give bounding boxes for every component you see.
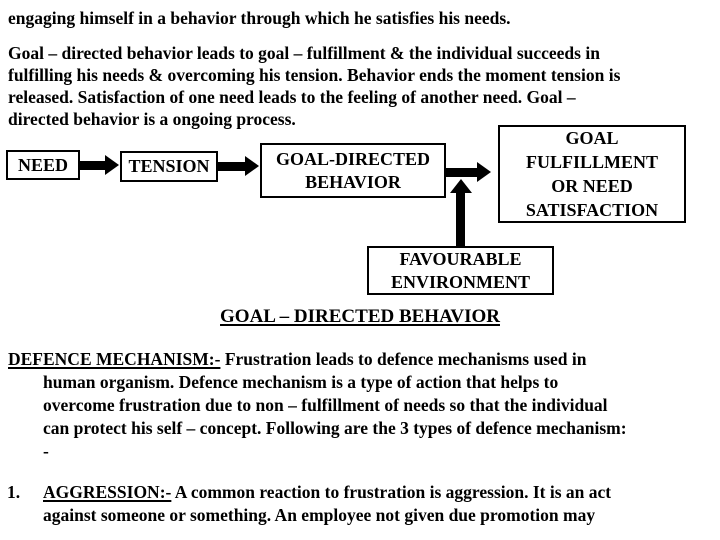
text-line: can protect his self – concept. Followin… [43,418,627,438]
aggression-heading: AGGRESSION:- [43,482,172,502]
defence-mechanism-paragraph: DEFENCE MECHANISM:- Frustration leads to… [8,348,627,463]
goal-fulfillment-line: SATISFACTION [525,200,659,220]
tension-box: TENSION [120,151,218,182]
goal-fulfillment-line: GOAL [565,128,619,148]
tension-box-label: TENSION [128,156,210,176]
goal-fulfillment-line: FULFILLMENT [525,152,658,172]
text-line: Goal – directed behavior leads to goal –… [8,43,600,63]
text-line: AGGRESSION:- A common reaction to frustr… [43,481,611,504]
list-item-number: 1. [7,482,21,502]
arrow-tension-to-behavior-head-icon [245,156,259,176]
goal-directed-paragraph: Goal – directed behavior leads to goal –… [8,42,620,130]
text-line: DEFENCE MECHANISM:- Frustration leads to… [8,348,627,371]
defence-mechanism-heading: DEFENCE MECHANISM:- [8,349,221,369]
goal-fulfillment-box: GOAL FULFILLMENT OR NEED SATISFACTION [498,125,686,223]
text-line: released. Satisfaction of one need leads… [8,87,576,107]
arrow-environment-up-bar [456,192,465,246]
goal-directed-behavior-line: BEHAVIOR [305,171,401,192]
arrow-behavior-to-fulfillment-head-icon [477,162,491,182]
arrow-environment-up-head-icon [450,179,472,193]
text-line: directed behavior is a ongoing process. [8,109,296,129]
arrow-need-to-tension-bar [78,161,106,170]
aggression-text: A common reaction to frustration is aggr… [171,482,612,502]
goal-directed-behavior-box: GOAL-DIRECTED BEHAVIOR [260,143,446,198]
need-box: NEED [6,150,80,180]
favourable-environment-box: FAVOURABLE ENVIRONMENT [367,246,554,295]
arrow-need-to-tension-head-icon [105,155,119,175]
text-line: human organism. Defence mechanism is a t… [43,372,559,392]
favourable-environment-line: FAVOURABLE [399,248,522,269]
text-line: against someone or something. An employe… [43,504,596,525]
goal-directed-behavior-line: GOAL-DIRECTED [275,148,431,169]
arrow-behavior-to-fulfillment-bar [446,168,478,177]
favourable-environment-line: ENVIRONMENT [390,271,530,292]
defence-mechanism-text: Frustration leads to defence mechanisms … [220,349,587,369]
goal-fulfillment-line: OR NEED [551,176,633,196]
aggression-paragraph: AGGRESSION:- A common reaction to frustr… [43,481,611,526]
diagram-caption: GOAL – DIRECTED BEHAVIOR [220,306,500,327]
text-line: overcome frustration due to non – fulfil… [43,395,608,415]
need-box-label: NEED [17,154,68,175]
text-line: - [43,441,49,461]
arrow-tension-to-behavior-bar [216,162,246,171]
text-line: fulfilling his needs & overcoming his te… [8,65,621,85]
intro-line: engaging himself in a behavior through w… [8,8,511,28]
